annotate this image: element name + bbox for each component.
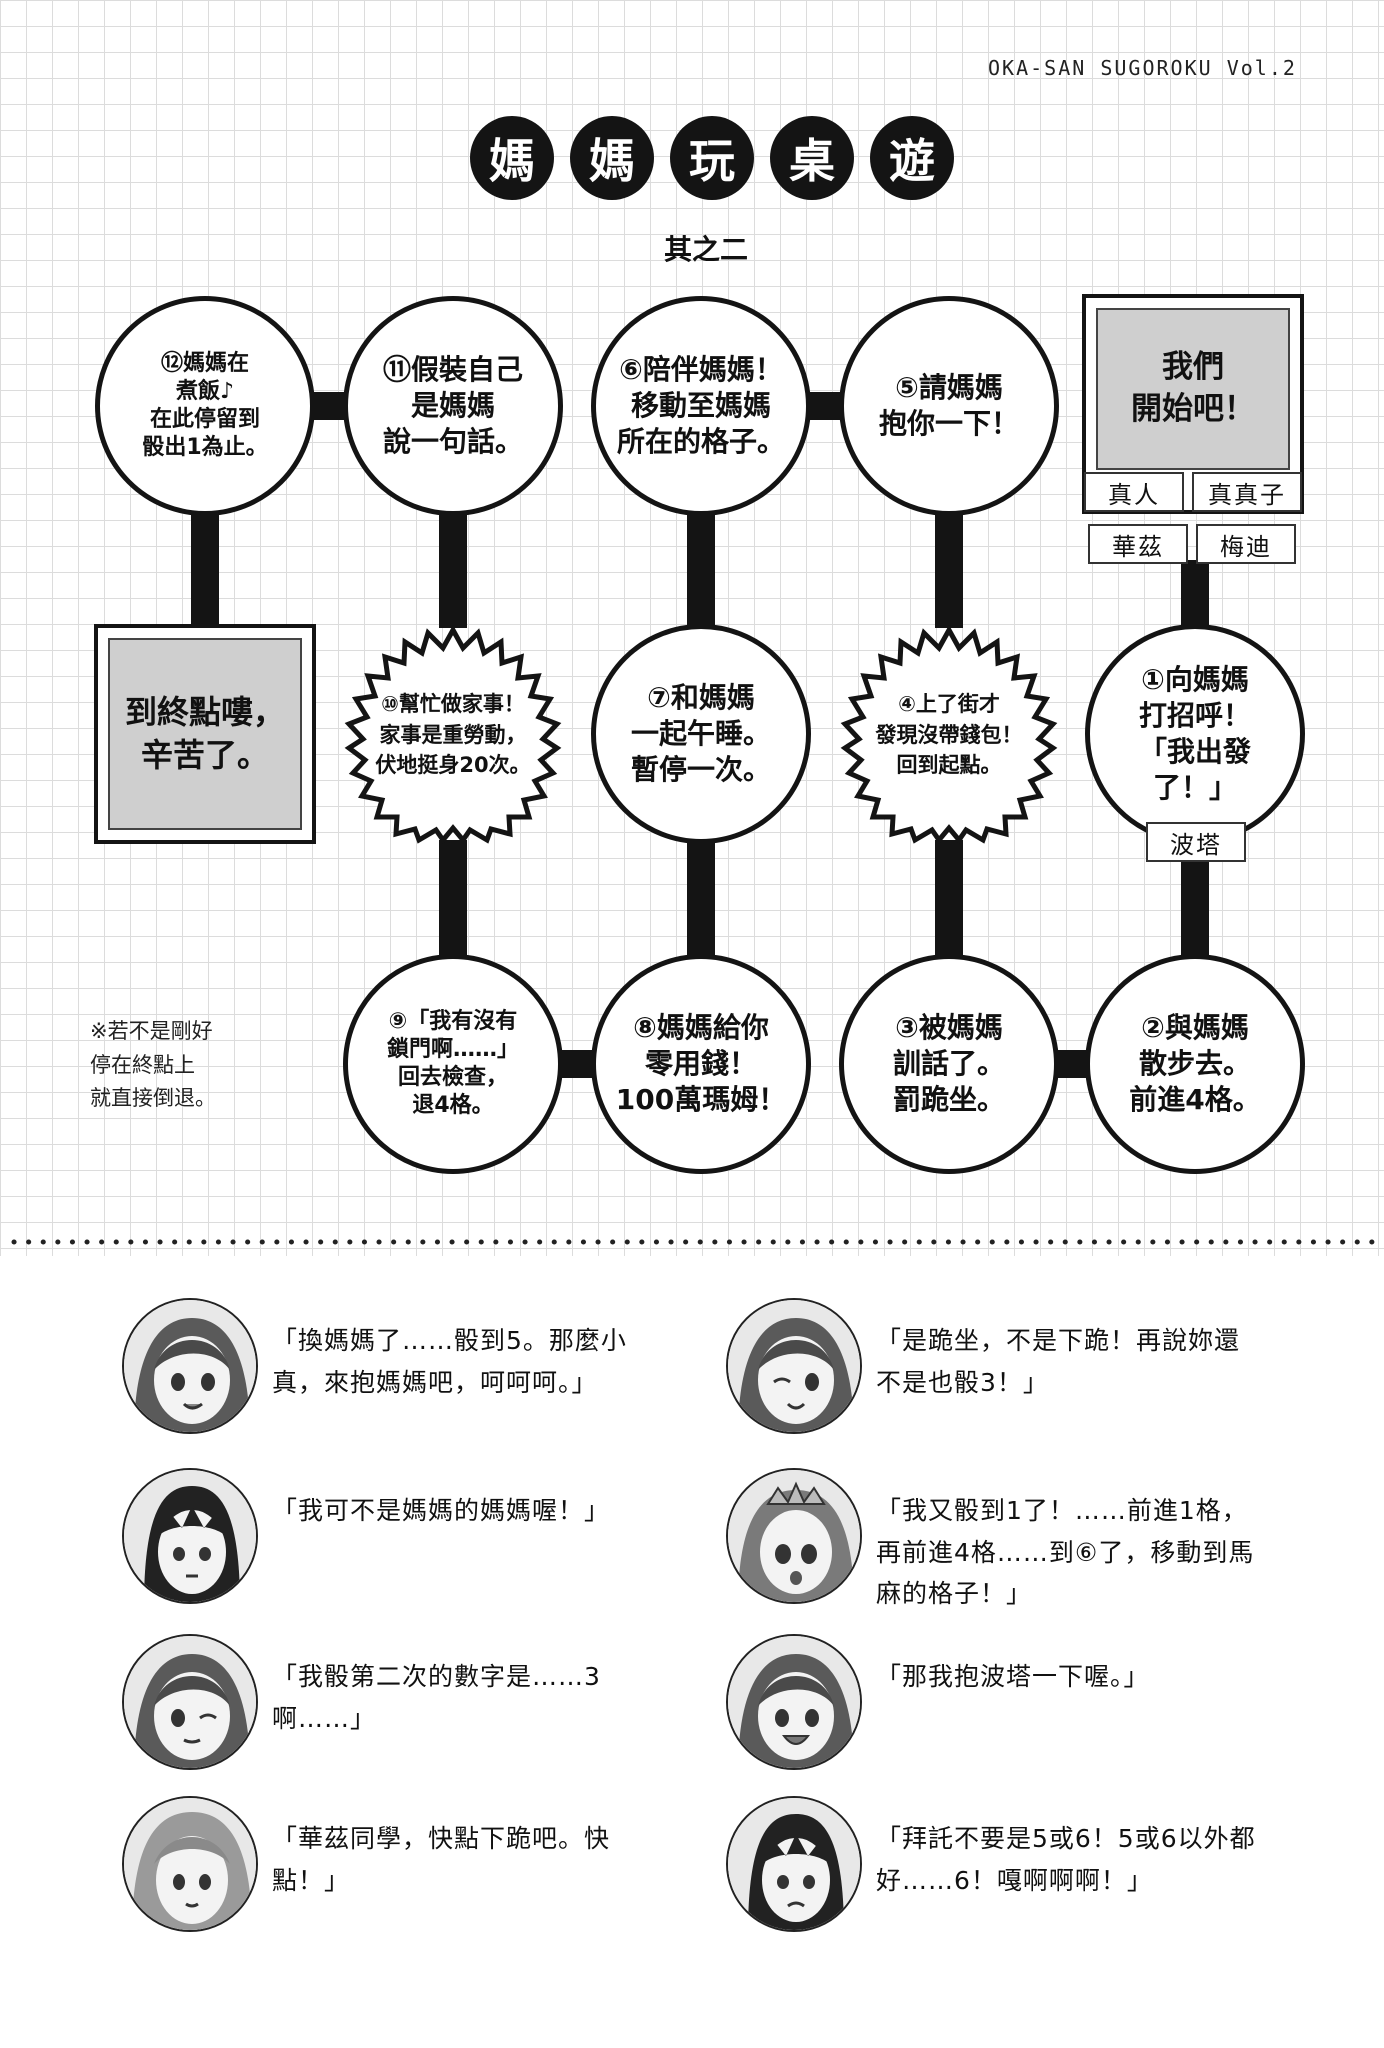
connector xyxy=(439,512,467,628)
dialogue-text: 「是跪坐，不是下跪！再說妳還 不是也骰3！」 xyxy=(876,1326,1241,1397)
title-char: 玩 xyxy=(670,116,754,200)
dialogue-text: 「華茲同學，快點下跪吧。快 點！」 xyxy=(272,1824,611,1895)
square-text: ②與媽媽 散步去。 前進4格。 xyxy=(1129,1011,1261,1116)
square-text: ⑦和媽媽 一起午睡。 暫停一次。 xyxy=(630,681,771,786)
name-tag: 真真子 xyxy=(1192,472,1302,512)
girl-tiara-avatar xyxy=(726,1468,862,1604)
dialogue-text: 「我可不是媽媽的媽媽喔！」 xyxy=(272,1496,611,1525)
dialogue-line: 「那我抱波塔一下喔。」 xyxy=(726,1634,1296,1770)
burst-outline xyxy=(344,624,562,845)
start-label: 我們 開始吧！ xyxy=(1096,308,1290,470)
boy-dark-hair-avatar xyxy=(122,1468,258,1604)
square-11: ⑪假裝自己 是媽媽 說一句話。 xyxy=(343,296,563,516)
dialogue-line: 「我骰第二次的數字是……3 啊……」 xyxy=(122,1634,692,1770)
dialogue-line: 「拜託不要是5或6！5或6以外都 好……6！嘎啊啊啊！」 xyxy=(726,1796,1296,1932)
connector xyxy=(1181,560,1209,628)
title-char: 媽 xyxy=(570,116,654,200)
dialogue-line: 「我又骰到1了！……前進1格， 再前進4格……到⑥了，移動到馬 麻的格子！」 xyxy=(726,1468,1296,1615)
square-text: ⑤請媽媽 抱你一下！ xyxy=(878,371,1019,440)
connector xyxy=(1181,860,1209,960)
square-text: ⑪假裝自己 是媽媽 說一句話。 xyxy=(382,353,523,458)
burst-shape xyxy=(344,624,562,845)
dotted-separator xyxy=(11,1239,1379,1245)
name-tag: 波塔 xyxy=(1146,822,1246,862)
square-2: ②與媽媽 散步去。 前進4格。 xyxy=(1085,954,1305,1174)
connector xyxy=(935,512,963,628)
connector xyxy=(191,512,219,632)
square-5: ⑤請媽媽 抱你一下！ xyxy=(839,296,1059,516)
square-text: ③被媽媽 訓話了。 罰跪坐。 xyxy=(892,1011,1005,1116)
title-char: 遊 xyxy=(870,116,954,200)
name-tag: 華茲 xyxy=(1088,524,1188,564)
square-10: ⑩幫忙做家事！ 家事是重勞動， 伏地挺身20次。 xyxy=(342,624,564,846)
dialogue-text: 「換媽媽了……骰到5。那麼小 真，來抱媽媽吧，呵呵呵。」 xyxy=(272,1326,627,1397)
girl-red-hair-wink-avatar xyxy=(122,1634,258,1770)
girl-red-hair-happy-avatar xyxy=(726,1634,862,1770)
square-12: ⑫媽媽在 煮飯♪ 在此停留到 骰出1為止。 xyxy=(95,296,315,516)
square-1: ①向媽媽 打招呼！ 「我出發 了！」 xyxy=(1085,624,1305,844)
square-3: ③被媽媽 訓話了。 罰跪坐。 xyxy=(839,954,1059,1174)
series-tag: OKA-SAN SUGOROKU Vol.2 xyxy=(988,56,1297,80)
square-text: ⑫媽媽在 煮飯♪ 在此停留到 骰出1為止。 xyxy=(142,350,268,461)
square-text: ⑧媽媽給你 零用錢！ 100萬瑪姆！ xyxy=(615,1011,787,1116)
square-4: ④上了街才 發現沒帶錢包！ 回到起點。 xyxy=(838,624,1060,846)
square-text: ⑨「我有沒有 鎖門啊……」 回去檢查， 退4格。 xyxy=(386,1008,519,1119)
connector xyxy=(439,840,467,960)
goal-square: 到終點嘍， 辛苦了。 xyxy=(94,624,316,844)
boy-worried-avatar xyxy=(726,1796,862,1932)
dialogue-text: 「拜託不要是5或6！5或6以外都 好……6！嘎啊啊啊！」 xyxy=(876,1824,1256,1895)
connector xyxy=(935,840,963,960)
dialogue-line: 「華茲同學，快點下跪吧。快 點！」 xyxy=(122,1796,692,1932)
burst-shape xyxy=(840,624,1058,845)
title-char: 媽 xyxy=(470,116,554,200)
square-6: ⑥陪伴媽媽！ 移動至媽媽 所在的格子。 xyxy=(591,296,811,516)
girl-red-hair-avatar xyxy=(122,1298,258,1434)
burst-outline xyxy=(840,624,1058,845)
name-tag: 真人 xyxy=(1084,472,1184,512)
name-tag: 梅迪 xyxy=(1196,524,1296,564)
girl-wink-avatar xyxy=(726,1298,862,1434)
dialogue-text: 「我又骰到1了！……前進1格， 再前進4格……到⑥了，移動到馬 麻的格子！」 xyxy=(876,1496,1255,1608)
square-text: ⑩幫忙做家事！ 家事是重勞動， 伏地挺身20次。 xyxy=(375,692,531,778)
title-char: 桌 xyxy=(770,116,854,200)
square-9: ⑨「我有沒有 鎖門啊……」 回去檢查， 退4格。 xyxy=(343,954,563,1174)
dialogue-line: 「是跪坐，不是下跪！再說妳還 不是也骰3！」 xyxy=(726,1298,1296,1434)
goal-label: 到終點嘍， 辛苦了。 xyxy=(108,638,302,830)
square-text: ④上了街才 發現沒帶錢包！ 回到起點。 xyxy=(875,692,1023,778)
square-8: ⑧媽媽給你 零用錢！ 100萬瑪姆！ xyxy=(591,954,811,1174)
connector xyxy=(687,840,715,960)
dialogue-line: 「我可不是媽媽的媽媽喔！」 xyxy=(122,1468,692,1604)
rule-note: ※若不是剛好 停在終點上 就直接倒退。 xyxy=(90,1019,216,1111)
connector xyxy=(687,512,715,628)
dialogue-text: 「那我抱波塔一下喔。」 xyxy=(876,1662,1150,1691)
square-7: ⑦和媽媽 一起午睡。 暫停一次。 xyxy=(591,624,811,844)
square-text: ①向媽媽 打招呼！ 「我出發 了！」 xyxy=(1138,663,1251,804)
dialogue-text: 「我骰第二次的數字是……3 啊……」 xyxy=(272,1662,601,1733)
girl-long-hair-avatar xyxy=(122,1796,258,1932)
page-subtitle: 其之二 xyxy=(663,233,748,266)
square-text: ⑥陪伴媽媽！ 移動至媽媽 所在的格子。 xyxy=(616,353,785,458)
dialogue-line: 「換媽媽了……骰到5。那麼小 真，來抱媽媽吧，呵呵呵。」 xyxy=(122,1298,692,1434)
page-title: 媽 媽 玩 桌 遊 xyxy=(470,116,954,200)
